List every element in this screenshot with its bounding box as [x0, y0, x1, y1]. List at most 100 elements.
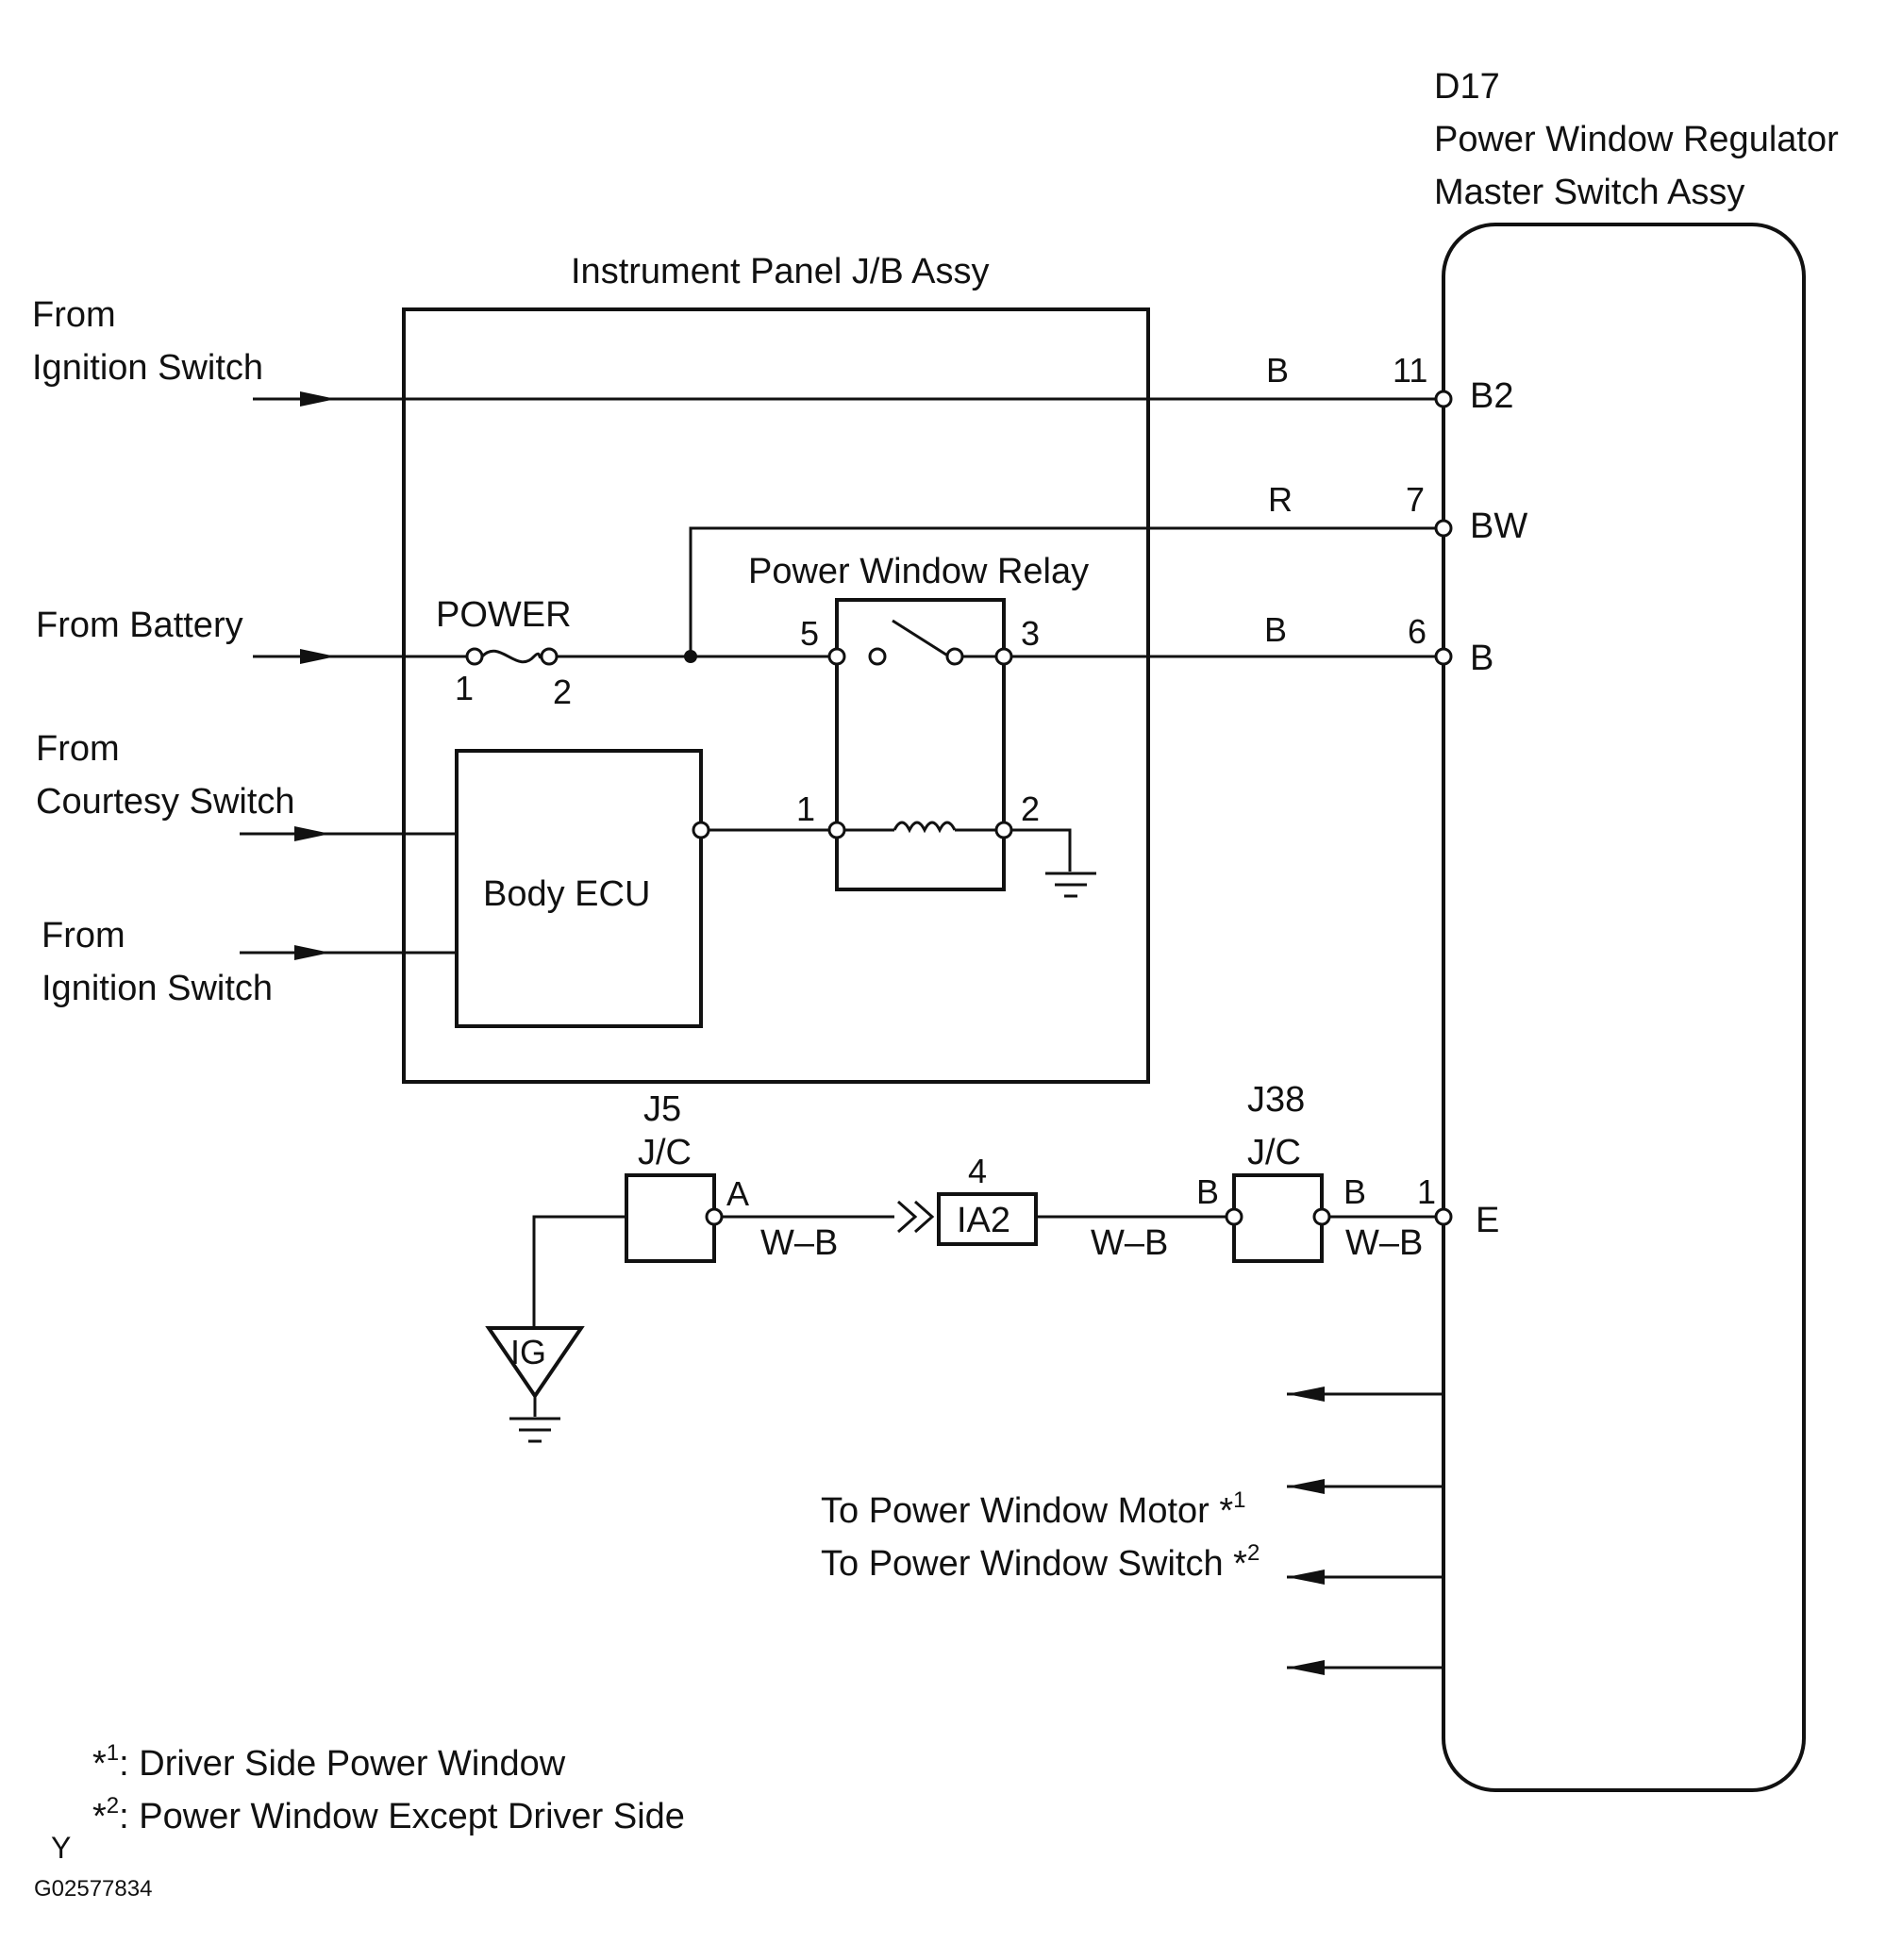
component-name-line1: Power Window Regulator — [1434, 120, 1839, 159]
relay-outline — [835, 598, 1006, 891]
ig-ground-triangle — [485, 1326, 585, 1400]
arrow-icon — [294, 945, 330, 960]
arrow-icon — [300, 649, 336, 664]
terminal-bw — [1434, 519, 1453, 538]
ig-ground-label: IG — [510, 1333, 546, 1371]
output-motor-sup: 1 — [1233, 1487, 1245, 1513]
pin-11: 11 — [1393, 351, 1427, 390]
note-1-sup: 1 — [107, 1740, 119, 1766]
ignition-bottom-label-2: Ignition Switch — [42, 969, 273, 1008]
relay-contact — [945, 647, 964, 666]
wire-w-b-3-label: W–B — [1345, 1223, 1423, 1263]
output-arrow — [1287, 1570, 1443, 1585]
ignition-top-label-2: Ignition Switch — [32, 348, 263, 388]
body-ecu-label: Body ECU — [483, 874, 650, 914]
fuse-pin1 — [465, 647, 484, 666]
footer-letter: Y — [51, 1831, 71, 1865]
relay-pin2-label: 2 — [1021, 789, 1040, 828]
component-name-line2: Master Switch Assy — [1434, 173, 1744, 212]
courtesy-label-1: From — [36, 729, 120, 769]
j38-type: J/C — [1247, 1133, 1301, 1172]
relay-pin3 — [994, 647, 1013, 666]
j5-type: J/C — [638, 1133, 692, 1172]
note-2-sup: 2 — [107, 1793, 119, 1819]
output-motor-text: To Power Window Motor * — [821, 1491, 1233, 1531]
note-1-mark: * — [92, 1744, 107, 1784]
j5-pin-label: A — [726, 1174, 749, 1213]
j38-connector — [1232, 1173, 1324, 1263]
relay-contact — [868, 647, 887, 666]
relay-pin1 — [827, 821, 846, 839]
j5-code: J5 — [643, 1089, 681, 1129]
ecu-output-pin — [692, 821, 710, 839]
courtesy-label-2: Courtesy Switch — [36, 782, 295, 822]
arrow-icon — [294, 826, 330, 841]
junction-block-outline — [402, 307, 1150, 1084]
terminal-b-label: B — [1470, 639, 1493, 678]
output-motor-label: To Power Window Motor *1 — [821, 1487, 1246, 1531]
wire-bw-color: R — [1268, 480, 1293, 519]
pin-7: 7 — [1406, 480, 1425, 519]
j5-pin-a — [705, 1207, 724, 1226]
relay-pin3-label: 3 — [1021, 614, 1040, 653]
battery-label: From Battery — [36, 606, 243, 645]
wire-relay-ground — [1011, 828, 1072, 872]
note-2: *2: Power Window Except Driver Side — [92, 1793, 685, 1836]
output-switch-label: To Power Window Switch *2 — [821, 1540, 1260, 1584]
j38-pin-in — [1225, 1207, 1243, 1226]
note-2-mark: * — [92, 1797, 107, 1836]
ignition-top-label-1: From — [32, 295, 116, 335]
arrow-icon — [300, 391, 336, 407]
j38-pin-out — [1312, 1207, 1331, 1226]
note-1: *1: Driver Side Power Window — [92, 1740, 566, 1784]
terminal-e-label: E — [1476, 1201, 1499, 1240]
connector-chevron-icon — [897, 1200, 918, 1234]
fuse-pin2 — [540, 647, 559, 666]
output-arrow — [1287, 1660, 1443, 1675]
terminal-e — [1434, 1207, 1453, 1226]
terminal-b2-label: B2 — [1470, 376, 1513, 416]
body-ecu-outline — [455, 749, 703, 1028]
wire-bw — [689, 526, 1436, 656]
ignition-bottom-label-1: From — [42, 916, 125, 955]
j38-pin-out-label: B — [1343, 1172, 1366, 1211]
fuse-icon — [480, 649, 543, 664]
terminal-b — [1434, 647, 1453, 666]
relay-pin1-label: 1 — [796, 789, 815, 828]
relay-switch-blade — [892, 619, 950, 658]
pin-6: 6 — [1408, 612, 1426, 651]
ia2-connector — [937, 1192, 1038, 1246]
connector-chevron-icon — [914, 1200, 935, 1234]
wire-w-b-2-label: W–B — [1091, 1223, 1168, 1263]
note-1-text: : Driver Side Power Window — [119, 1744, 566, 1784]
ia2-pin-label: 4 — [968, 1152, 987, 1190]
relay-pin2 — [994, 821, 1013, 839]
component-code: D17 — [1434, 67, 1500, 107]
terminal-b2 — [1434, 390, 1453, 408]
ground-icon — [1045, 872, 1096, 898]
master-switch-outline — [1442, 223, 1806, 1792]
fuse-pin2-label: 2 — [553, 673, 572, 711]
coil-icon — [893, 821, 957, 834]
j38-pin-in-label: B — [1196, 1172, 1219, 1211]
wire-to-ig-ground — [532, 1215, 626, 1328]
ia2-label: IA2 — [957, 1201, 1010, 1240]
output-arrow — [1287, 1479, 1443, 1494]
note-2-text: : Power Window Except Driver Side — [119, 1797, 685, 1836]
output-switch-sup: 2 — [1247, 1540, 1260, 1566]
ground-icon — [509, 1417, 560, 1443]
fuse-name: POWER — [436, 595, 572, 635]
j38-code: J38 — [1247, 1080, 1305, 1120]
relay-pin5-label: 5 — [800, 614, 819, 653]
footer-code: G02577834 — [34, 1876, 152, 1902]
wire-b-color: B — [1264, 610, 1287, 649]
relay-title: Power Window Relay — [748, 552, 1089, 591]
jb-title: Instrument Panel J/B Assy — [571, 252, 990, 291]
output-switch-text: To Power Window Switch * — [821, 1544, 1247, 1584]
output-arrow — [1287, 1387, 1443, 1402]
pin-1: 1 — [1417, 1172, 1436, 1211]
terminal-bw-label: BW — [1470, 507, 1527, 546]
j5-connector — [625, 1173, 716, 1263]
relay-pin5 — [827, 647, 846, 666]
